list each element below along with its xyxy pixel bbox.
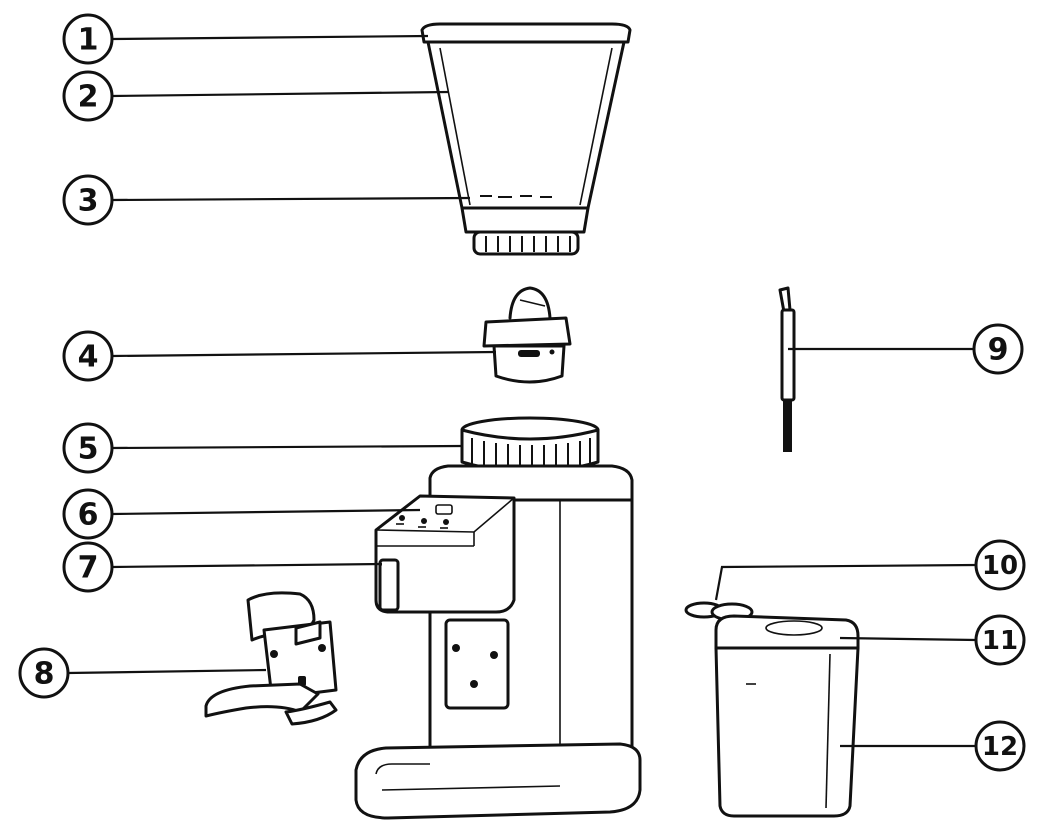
callout-5: 5 [62, 422, 114, 474]
hopper-fill-marks [480, 195, 552, 198]
container-body [714, 646, 860, 818]
leader-1 [111, 34, 429, 41]
callout-9: 9 [972, 323, 1024, 375]
hopper-collar-ribs [485, 236, 571, 252]
leader-10 [714, 563, 977, 601]
control-panel-display [396, 504, 453, 529]
leader-lines [67, 34, 977, 748]
control-panel-head [374, 494, 516, 614]
leader-11 [839, 636, 977, 642]
callout-12-label: 12 [982, 732, 1018, 762]
callout-7-label: 7 [78, 551, 99, 586]
callout-11-label: 11 [982, 626, 1018, 656]
bean-hopper [420, 22, 632, 256]
callout-12: 12 [974, 720, 1026, 772]
leader-6 [111, 508, 421, 516]
callout-4: 4 [62, 330, 114, 382]
container-lid [714, 614, 860, 650]
callout-11: 11 [974, 614, 1026, 666]
grinder-body [354, 464, 642, 820]
callout-5-label: 5 [78, 432, 99, 467]
leader-3 [111, 196, 471, 202]
base-drip-tray [354, 742, 642, 820]
leader-5 [111, 444, 463, 450]
callout-1: 1 [62, 13, 114, 65]
callout-7: 7 [62, 541, 114, 593]
portafilter-backplate [444, 618, 510, 710]
callout-8: 8 [18, 647, 70, 699]
callout-6-label: 6 [78, 498, 99, 533]
hopper-lid [420, 22, 632, 44]
mounting-ring [460, 416, 600, 474]
cleaning-brush [778, 286, 796, 452]
portafilter-holder [204, 591, 338, 726]
leader-8 [67, 668, 267, 675]
callout-2-label: 2 [78, 80, 99, 115]
callout-8-label: 8 [34, 657, 55, 692]
callout-2: 2 [62, 70, 114, 122]
callout-9-label: 9 [988, 333, 1009, 368]
coffee-container [684, 601, 860, 818]
leader-4 [111, 350, 497, 358]
callout-4-label: 4 [78, 340, 99, 375]
callout-6: 6 [62, 488, 114, 540]
callout-10: 10 [974, 539, 1026, 591]
callout-10-label: 10 [982, 551, 1018, 581]
callout-3: 3 [62, 174, 114, 226]
leader-2 [111, 90, 449, 98]
callout-1-label: 1 [78, 23, 99, 58]
callout-3-label: 3 [78, 184, 99, 219]
grind-outlet [378, 558, 400, 612]
leader-7 [111, 562, 383, 569]
hopper-collar [460, 206, 590, 234]
hopper-body [426, 40, 626, 210]
upper-burr [482, 286, 572, 384]
